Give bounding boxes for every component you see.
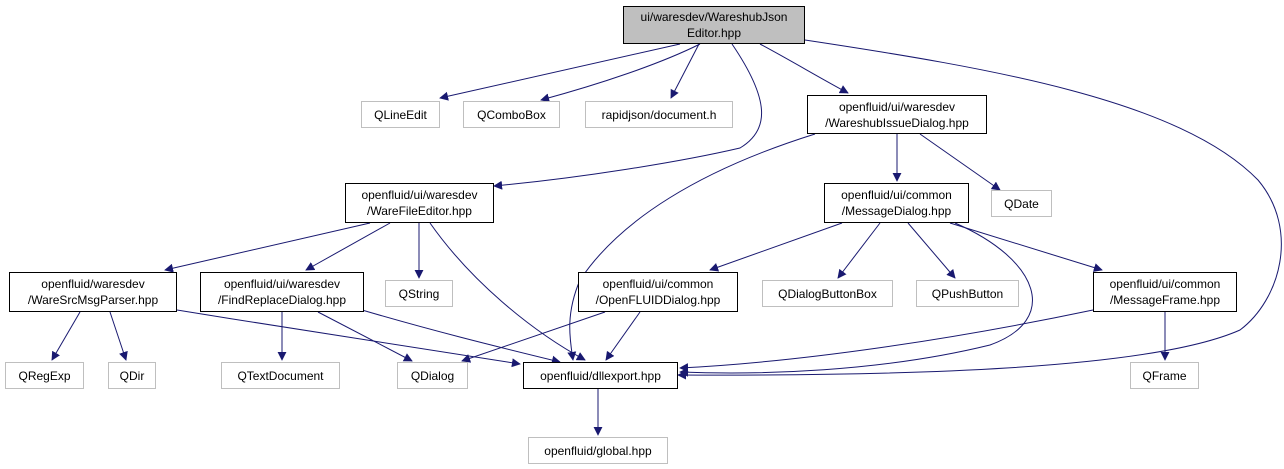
edge-messagedialog-openfluiddialog bbox=[709, 222, 843, 272]
node-label-line: QDialogButtonBox bbox=[778, 286, 877, 301]
edge-warefileeditor-findreplacedialog bbox=[305, 222, 391, 271]
node-label-line: ui/waresdev/WareshubJson bbox=[640, 10, 788, 24]
node-label-line: openfluid/ui/common bbox=[602, 277, 714, 291]
node-label-line: Editor.hpp bbox=[686, 26, 742, 40]
node-label-line: openfluid/ui/waresdev bbox=[838, 99, 956, 114]
node-ware-src-msg-parser[interactable]: openfluid/waresdev/WareSrcMsgParser.hpp bbox=[9, 272, 177, 312]
node-message-frame[interactable]: openfluid/ui/common/MessageFrame.hpp bbox=[1093, 272, 1237, 312]
node-label-line: rapidjson/document.h bbox=[601, 107, 717, 122]
node-qregexp[interactable]: QRegExp bbox=[5, 362, 84, 389]
edge-root-warefileeditor bbox=[493, 43, 762, 190]
node-qtext-document[interactable]: QTextDocument bbox=[221, 362, 340, 389]
node-label-line: /FindReplaceDialog.hpp bbox=[217, 293, 347, 307]
node-qdir[interactable]: QDir bbox=[108, 362, 156, 389]
node-label-line: QDialog bbox=[410, 368, 455, 383]
edge-warefileeditor-waresrcmsgparser bbox=[164, 222, 371, 273]
node-label-line: QComboBox bbox=[477, 107, 546, 122]
edge-root-issuedialog bbox=[759, 43, 849, 94]
node-label-line: /WareshubIssueDialog.hpp bbox=[825, 115, 969, 130]
node-qlineedit[interactable]: QLineEdit bbox=[361, 101, 440, 128]
node-label-line: /MessageFrame.hpp bbox=[1109, 293, 1221, 307]
edge-root-qlineedit bbox=[439, 43, 681, 101]
edge-findreplacedialog-dllexport bbox=[361, 309, 561, 365]
edge-messagedialog-qdialogbuttonbox bbox=[837, 222, 881, 279]
edge-openfluiddialog-dllexport bbox=[605, 311, 641, 361]
edge-waresrcmsgparser-qdir bbox=[109, 311, 128, 361]
node-rapidjson-document[interactable]: rapidjson/document.h bbox=[585, 101, 733, 128]
node-qcombobox[interactable]: QComboBox bbox=[463, 101, 560, 128]
node-label-line: /MessageDialog.hpp bbox=[841, 204, 952, 218]
node-qdate[interactable]: QDate bbox=[991, 190, 1052, 217]
node-qframe[interactable]: QFrame bbox=[1130, 362, 1199, 389]
node-label-line: QTextDocument bbox=[237, 368, 324, 383]
node-global[interactable]: openfluid/global.hpp bbox=[528, 437, 668, 464]
node-qdialog-button-box[interactable]: QDialogButtonBox bbox=[762, 280, 893, 307]
edge-root-qcombobox bbox=[540, 43, 701, 103]
node-qpush-button[interactable]: QPushButton bbox=[916, 280, 1019, 307]
edge-issuedialog-dllexport bbox=[567, 133, 816, 361]
node-label-line: QLineEdit bbox=[374, 107, 427, 122]
node-label-line: openfluid/global.hpp bbox=[544, 443, 652, 458]
node-label-line: openfluid/ui/waresdev bbox=[223, 277, 341, 291]
node-dllexport[interactable]: openfluid/dllexport.hpp bbox=[523, 362, 678, 389]
node-label-line: openfluid/ui/waresdev bbox=[361, 188, 478, 202]
edge-messagedialog-messageframe bbox=[949, 222, 1103, 272]
node-ware-file-editor[interactable]: openfluid/ui/waresdev/WareFileEditor.hpp bbox=[345, 183, 494, 223]
node-label-line: openfluid/dllexport.hpp bbox=[540, 368, 661, 383]
edge-root-rapidjson bbox=[670, 43, 700, 99]
node-find-replace-dialog[interactable]: openfluid/ui/waresdev/FindReplaceDialog.… bbox=[200, 272, 364, 312]
node-label-line: /WareSrcMsgParser.hpp bbox=[27, 293, 159, 307]
edge-issuedialog-qdate bbox=[919, 133, 1001, 191]
node-qstring[interactable]: QString bbox=[385, 280, 453, 307]
node-label-line: /WareFileEditor.hpp bbox=[367, 204, 472, 218]
node-label-line: QPushButton bbox=[931, 286, 1004, 301]
edge-waresrcmsgparser-qregexp bbox=[51, 311, 81, 361]
node-label-line: openfluid/waresdev bbox=[41, 277, 145, 291]
node-message-dialog[interactable]: openfluid/ui/common/MessageDialog.hpp bbox=[824, 183, 969, 223]
node-label-line: QDate bbox=[1004, 196, 1039, 211]
edge-warefileeditor-dllexport bbox=[429, 222, 586, 361]
edge-openfluiddialog-qdialog bbox=[461, 311, 606, 363]
edge-messagedialog-qpushbutton bbox=[907, 222, 956, 279]
node-wareshub-issue-dialog[interactable]: openfluid/ui/waresdev/WareshubIssueDialo… bbox=[807, 95, 987, 134]
node-label-line: openfluid/ui/common bbox=[841, 188, 952, 202]
node-label-line: QDir bbox=[119, 368, 145, 383]
node-qdialog[interactable]: QDialog bbox=[397, 362, 468, 389]
edge-messageframe-dllexport bbox=[679, 309, 1094, 373]
node-label-line: /OpenFLUIDDialog.hpp bbox=[595, 293, 721, 307]
edge-root-dllexport bbox=[677, 39, 1282, 380]
node-label-line: QRegExp bbox=[18, 368, 71, 383]
edge-waresrcmsgparser-dllexport bbox=[176, 309, 521, 368]
edge-findreplacedialog-qdialog bbox=[317, 311, 413, 362]
node-openfluid-dialog[interactable]: openfluid/ui/common/OpenFLUIDDialog.hpp bbox=[578, 272, 738, 312]
edge-messagedialog-dllexport bbox=[679, 222, 1033, 377]
node-label-line: openfluid/ui/common bbox=[1109, 277, 1221, 291]
node-label-line: QString bbox=[398, 286, 440, 301]
node-label-line: QFrame bbox=[1142, 368, 1187, 383]
